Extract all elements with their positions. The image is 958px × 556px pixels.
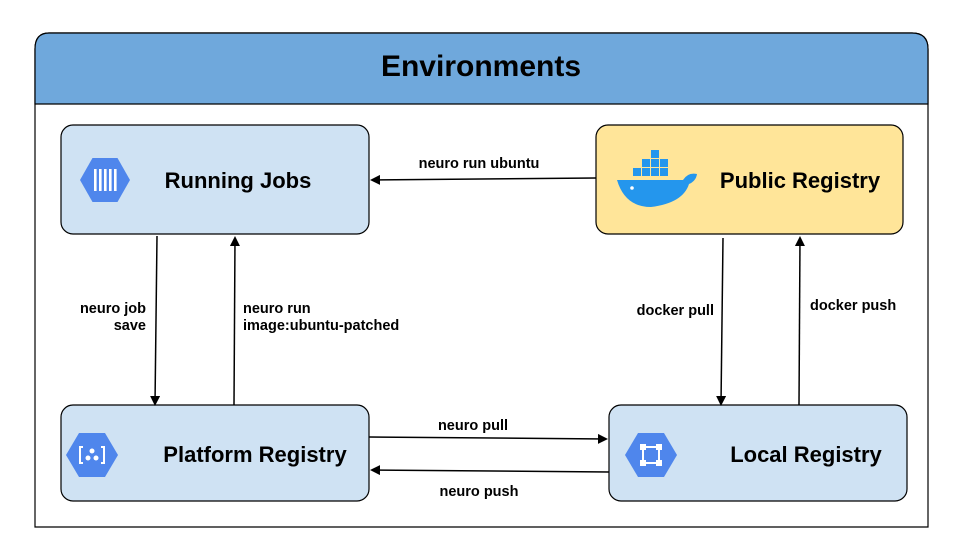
edge-label-neuro-run-ubuntu: neuro run ubuntu: [419, 156, 540, 172]
edge-label-neuro-run: neuro run: [243, 301, 311, 317]
edge-label-docker-push: docker push: [810, 298, 896, 314]
edge-label-neuro-pull: neuro pull: [438, 418, 508, 434]
edge-label-neuro-push: neuro push: [440, 484, 519, 500]
compute-engine-icon: [80, 158, 130, 202]
edge-label-docker-pull: docker pull: [637, 303, 714, 319]
container-registry-icon: [66, 433, 118, 477]
edge-public-to-local: docker pull: [637, 237, 727, 406]
platform-registry-node[interactable]: Platform Registry: [60, 404, 370, 502]
docker-whale-icon: [617, 150, 697, 207]
local-registry-node[interactable]: Local Registry: [608, 404, 908, 502]
diagram-title: Environments: [381, 50, 581, 83]
edge-label-save: save: [114, 318, 146, 334]
header-bar: [34, 32, 929, 105]
edge-local-to-platform: neuro push: [370, 465, 610, 500]
edge-platform-to-jobs: neuro run image:ubuntu-patched: [229, 236, 399, 406]
platform-registry-label: Platform Registry: [163, 442, 347, 467]
edge-public-to-jobs: neuro run ubuntu: [370, 156, 597, 185]
edge-platform-to-local: neuro pull: [368, 418, 608, 444]
local-registry-label: Local Registry: [730, 442, 882, 467]
public-registry-label: Public Registry: [720, 168, 881, 193]
running-jobs-node[interactable]: Running Jobs: [60, 124, 370, 235]
public-registry-node[interactable]: Public Registry: [595, 124, 904, 235]
running-jobs-label: Running Jobs: [165, 168, 312, 193]
edge-jobs-to-platform: neuro job save: [80, 235, 161, 406]
edge-local-to-public: docker push: [794, 236, 896, 406]
edge-label-neuro-job: neuro job: [80, 301, 146, 317]
container-icon: [625, 433, 677, 477]
edge-label-image-ubuntu-patched: image:ubuntu-patched: [243, 318, 399, 334]
